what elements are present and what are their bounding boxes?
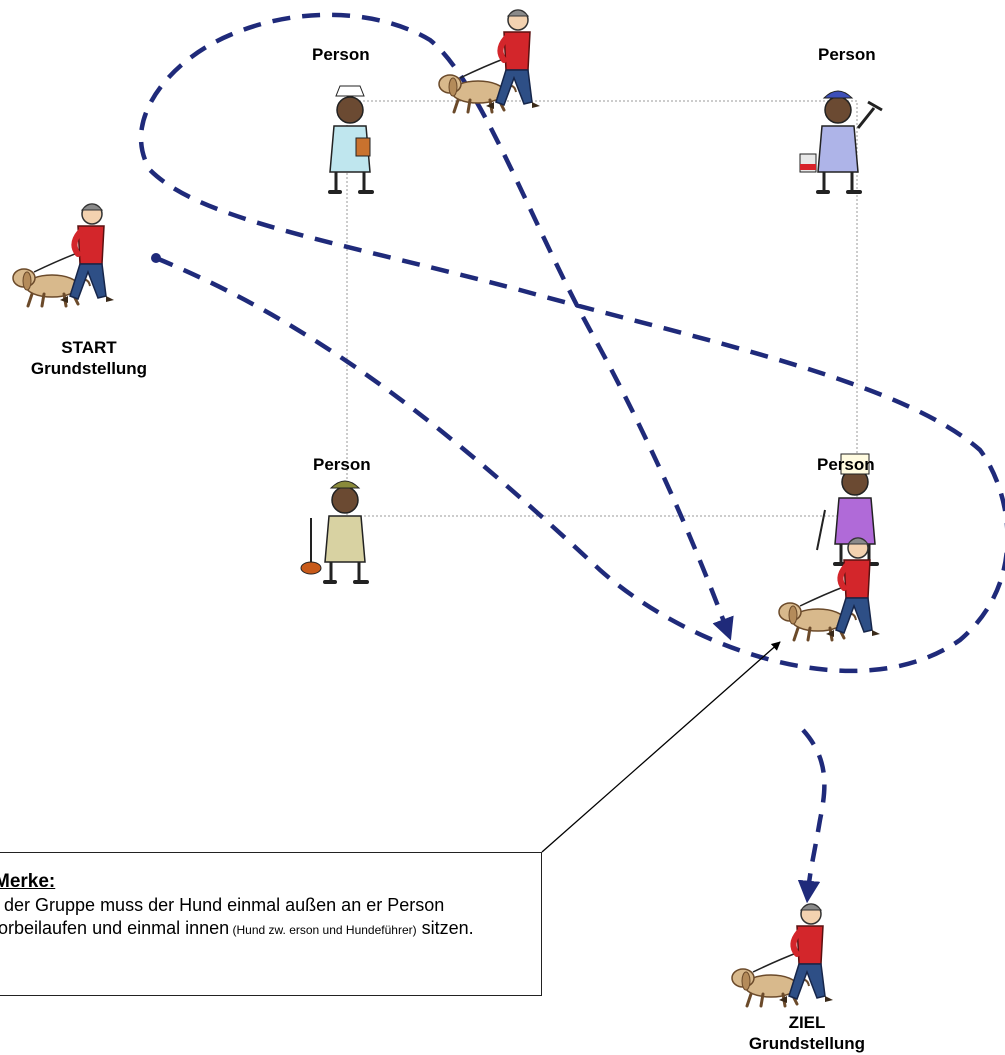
note-text: n der Gruppe muss der Hund einmal außen … <box>0 894 531 942</box>
walker-start <box>13 204 114 306</box>
start-label: START Grundstellung <box>9 337 169 379</box>
note-text-end: sitzen. <box>416 918 474 938</box>
walker-top <box>439 10 540 112</box>
start-label-line1: START <box>61 338 117 357</box>
person-label-top-left: Person <box>312 45 370 64</box>
walker-ziel <box>732 904 833 1006</box>
start-dot <box>151 253 161 263</box>
person-label-bottom-left: Person <box>313 455 371 474</box>
ziel-label-line1: ZIEL <box>788 1013 826 1032</box>
grid-square <box>346 100 858 517</box>
note-text-main: n der Gruppe muss der Hund einmal außen … <box>0 895 445 938</box>
walker-corner <box>779 538 880 640</box>
ziel-label: ZIEL Grundstellung <box>727 1012 887 1054</box>
person-label-bottom-right: Person <box>817 455 875 474</box>
course-path <box>138 12 1005 904</box>
person-plumber <box>300 480 369 584</box>
start-label-line2: Grundstellung <box>30 359 148 378</box>
person-majorette <box>816 453 879 566</box>
person-painter <box>799 90 883 194</box>
note-pointer-arrow <box>541 641 781 853</box>
note-title: Merke: <box>0 871 56 892</box>
note-box: Merke: n der Gruppe muss der Hund einmal… <box>0 852 542 996</box>
note-text-small: (Hund zw. erson und Hundeführer) <box>229 923 417 937</box>
person-label-top-right: Person <box>818 45 876 64</box>
person-nurse <box>328 85 374 194</box>
ziel-label-line2: Grundstellung <box>748 1034 866 1053</box>
